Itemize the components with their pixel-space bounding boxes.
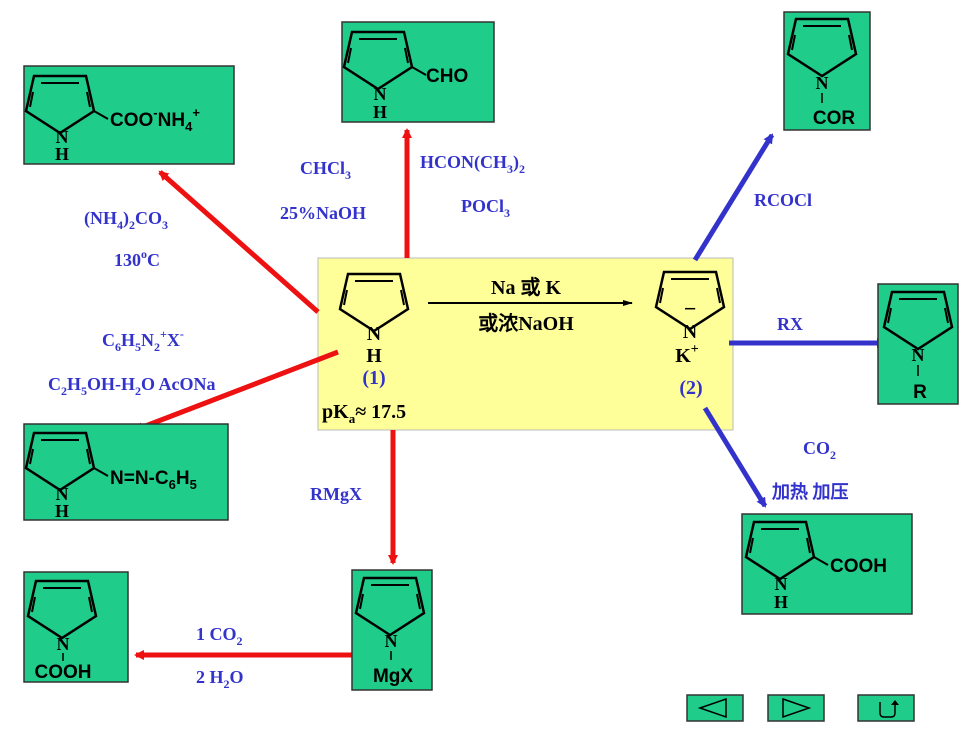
product-grignard: N MgX: [351, 569, 433, 691]
product-n-acyl: N COR: [783, 11, 871, 131]
arrow-to-c-cooh: [702, 406, 768, 508]
base-reagent-bottom: 或浓NaOH: [478, 311, 574, 335]
reagent-rx: RX: [777, 314, 803, 334]
reagent-ammonium-carbonate: (NH4)2CO3: [84, 208, 168, 232]
n-atom: N: [775, 574, 788, 594]
product-ammonium-salt: N H COO-NH4+: [23, 65, 235, 165]
nav-bar: [686, 694, 915, 722]
pyrrole-ring-icon: [24, 431, 109, 492]
h-atom: H: [774, 592, 788, 612]
reagent-labels: CHCl3 25%NaOH HCON(CH3)2 POCl3 (NH4)2CO3…: [48, 152, 849, 691]
reagent-naoh: 25%NaOH: [280, 203, 366, 223]
reagent-rmgx: RMgX: [310, 484, 362, 504]
pyrrole-ring-icon: [338, 272, 410, 333]
pyrrole-ring-icon: [744, 520, 829, 581]
n-atom: N: [57, 634, 70, 654]
reagent-co2: CO2: [803, 438, 836, 462]
anion-n-atom: N: [683, 321, 698, 343]
reagent-heat-pressure: 加热 加压: [771, 481, 849, 502]
h-atom: H: [373, 102, 387, 122]
pyrrolide-ring-icon: [654, 270, 726, 331]
compound-label-2: (2): [679, 377, 702, 399]
acyl-group: COR: [813, 108, 856, 129]
carboxyl-group: COOH: [830, 556, 887, 577]
h-atom: H: [55, 144, 69, 164]
h-atom: H: [55, 501, 69, 521]
product-c-cooh: N H COOH: [741, 513, 913, 615]
aldehyde-group: CHO: [426, 66, 468, 87]
product-aldehyde: N H CHO: [341, 21, 495, 123]
next-button[interactable]: [767, 694, 825, 722]
pyrrole-n-atom: N: [367, 323, 382, 345]
magnesium-halide-group: MgX: [373, 666, 413, 687]
pyrrole-ring-icon: [786, 17, 858, 78]
compound-label-1: (1): [362, 367, 385, 389]
reagent-h2o-step: 2 H2O: [196, 667, 244, 691]
reagent-diazonium: C6H5N2+X-: [102, 327, 184, 354]
red-arrows: [133, 128, 412, 660]
reagent-rcocl: RCOCl: [754, 190, 812, 210]
reagent-pocl3: POCl3: [461, 196, 510, 220]
n-atom: N: [56, 127, 69, 147]
pyrrole-ring-icon: [26, 579, 98, 640]
reagent-chcl3: CHCl3: [300, 158, 351, 182]
pyrrole-h-atom: H: [366, 345, 382, 367]
n-atom: N: [385, 631, 398, 651]
blue-arrows: [692, 133, 887, 508]
alkyl-group: R: [913, 382, 927, 403]
pyrrole-ring-icon: [882, 290, 954, 351]
return-button[interactable]: [857, 694, 915, 722]
reagent-dmf: HCON(CH3)2: [420, 152, 525, 176]
pka-label: pKa≈ 17.5: [322, 401, 406, 426]
arrow-to-n-acyl: [692, 133, 775, 262]
reagent-co2-step: 1 CO2: [196, 624, 243, 648]
n-atom: N: [56, 484, 69, 504]
n-atom: N: [816, 73, 829, 93]
left-triangle-icon: [697, 697, 727, 719]
product-n-alkyl: N R: [877, 283, 959, 405]
pyrrole-ring-icon: [354, 576, 426, 637]
previous-button[interactable]: [686, 694, 744, 722]
pyrrole-ring-icon: [342, 30, 427, 91]
potassium-counterion: K+: [675, 342, 699, 367]
product-azo: N H N=N-C6H5: [23, 423, 229, 521]
pyrrole-ring-icon: [24, 74, 109, 135]
anion-charge: −: [684, 296, 697, 321]
reagent-solvent: C2H5OH-H2O AcONa: [48, 374, 216, 398]
arrow-to-azo-compound: [133, 349, 339, 433]
reagent-temperature: 130oC: [114, 247, 160, 270]
carboxyl-group: COOH: [35, 662, 92, 683]
center-box: N H (1) pKa≈ 17.5 Na 或 K 或浓NaOH − N K+ (…: [317, 257, 734, 431]
arrow-to-ammonium-salt: [158, 170, 320, 314]
base-reagent-top: Na 或 K: [491, 275, 561, 299]
n-atom: N: [374, 84, 387, 104]
return-arrow-icon: [879, 700, 899, 718]
n-atom: N: [912, 345, 925, 365]
ammonium-carboxylate-group: COO-NH4+: [110, 105, 200, 134]
right-triangle-icon: [782, 697, 812, 719]
product-n-cooh: N COOH: [23, 571, 129, 683]
phenylazo-group: N=N-C6H5: [110, 468, 197, 492]
